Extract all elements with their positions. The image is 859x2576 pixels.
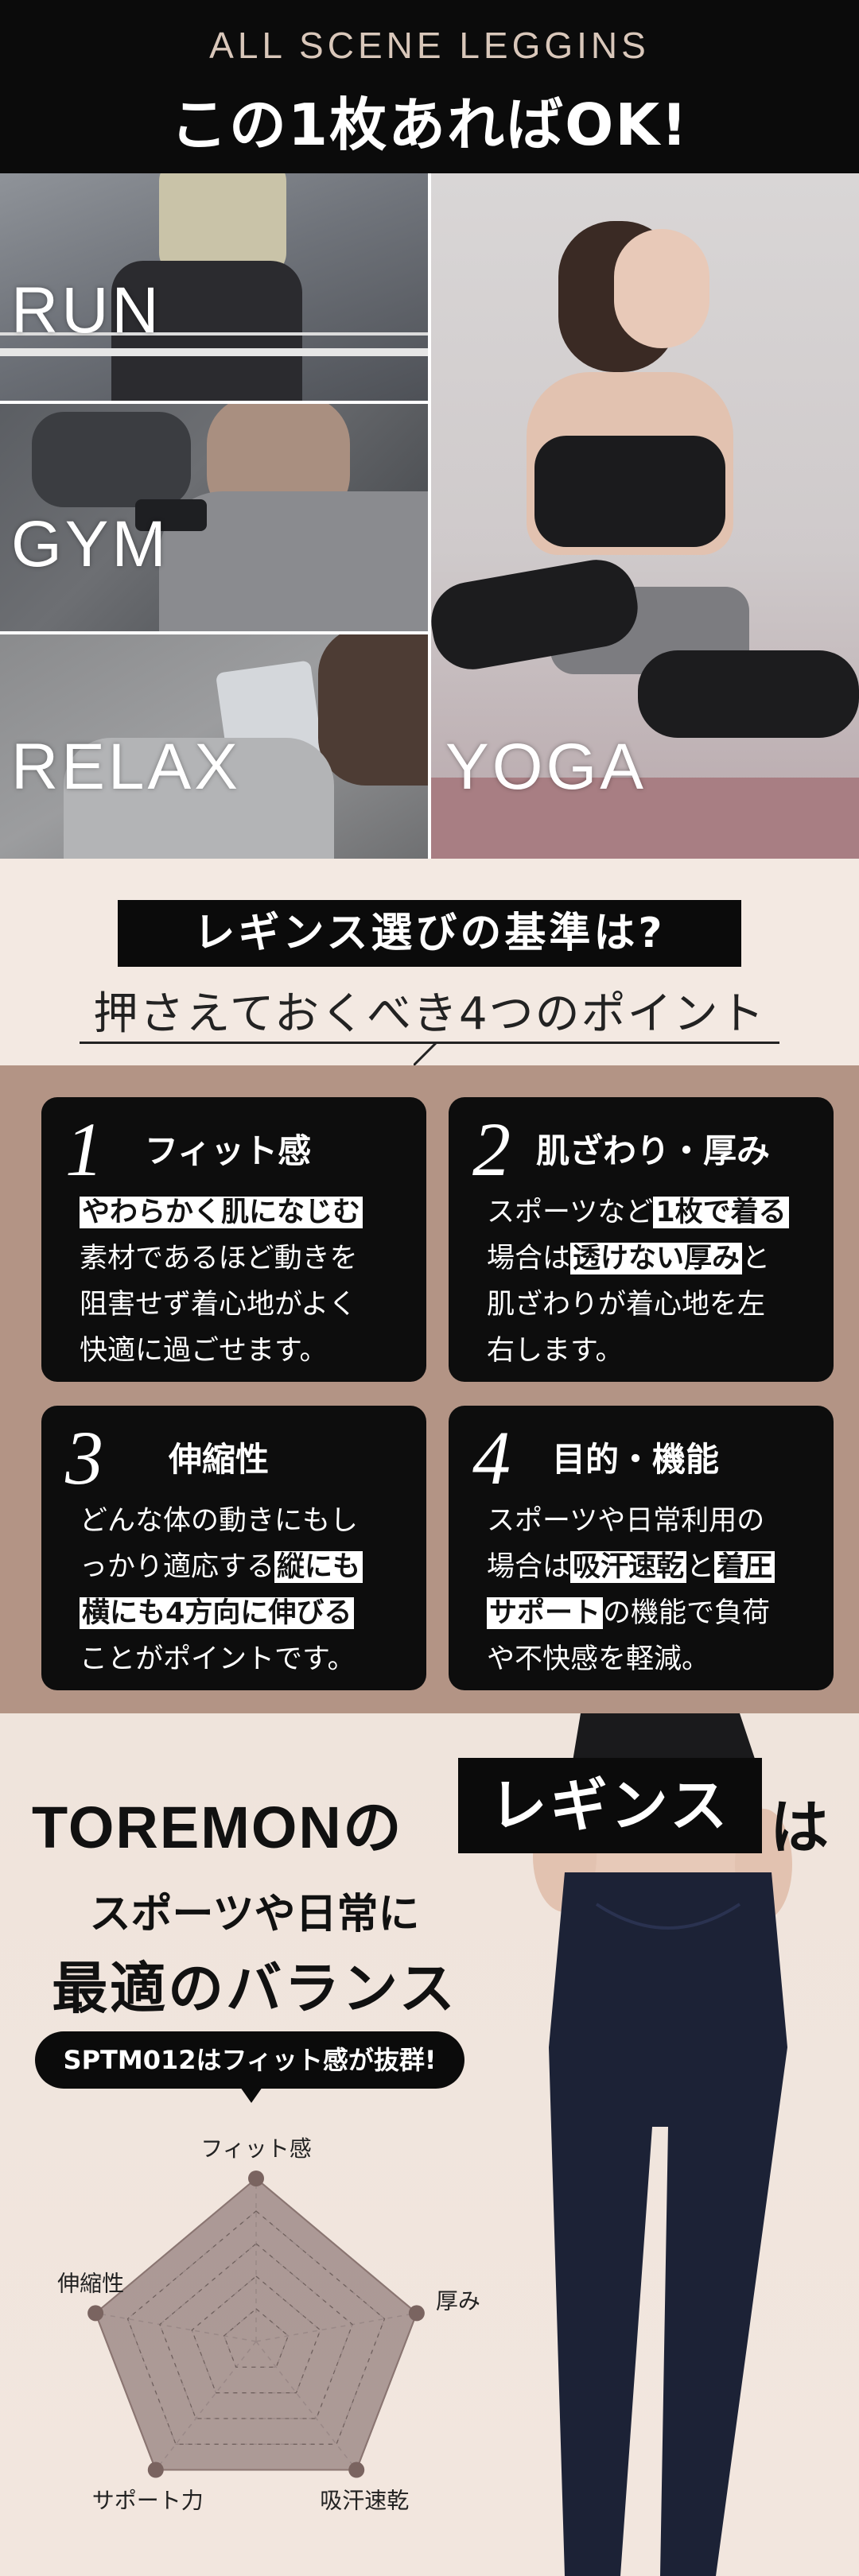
point-text: ことがポイントです。 [80, 1643, 356, 1675]
point-body-line: 場合は透けない厚みと [487, 1236, 813, 1282]
point-title: フィット感 [145, 1131, 312, 1170]
point-highlight: 吸汗速乾 [570, 1551, 687, 1583]
point-body-line: サポートの機能で負荷 [487, 1590, 813, 1636]
point-body-line: 素材であるほど動きを [80, 1236, 406, 1282]
scene-run-photo: RUN [0, 173, 428, 401]
radar-axis-label: サポート力 [92, 2488, 204, 2514]
radar-point [348, 2462, 365, 2478]
point-body: やわらかく肌になじむ素材であるほど動きを阻害せず着心地がよく快適に過ごせます。 [80, 1189, 406, 1374]
point-highlight: 着圧 [714, 1551, 775, 1583]
point-body-line: スポーツなど1枚で着る [487, 1189, 813, 1236]
radar-point [147, 2462, 164, 2478]
point-body-line: ことがポイントです。 [80, 1636, 406, 1682]
point-card-1: 1 フィット感 やわらかく肌になじむ素材であるほど動きを阻害せず着心地がよく快適… [41, 1097, 426, 1382]
point-body-line: 快適に過ごせます。 [80, 1328, 406, 1374]
point-text: スポーツなど [487, 1197, 654, 1228]
product-brand: TOREMONの [32, 1794, 403, 1860]
radar-value-area [94, 2177, 418, 2471]
scene-yoga-photo: YOGA [431, 173, 859, 859]
point-text: 場合は [487, 1243, 571, 1274]
point-card-2: 2 肌ざわり・厚み スポーツなど1枚で着る場合は透けない厚みと肌ざわりが着心地を… [449, 1097, 834, 1382]
criteria-section: レギンス選びの基準は? 押さえておくべき4つのポイント [0, 859, 859, 1067]
point-body: スポーツなど1枚で着る場合は透けない厚みと肌ざわりが着心地を左右します。 [487, 1189, 813, 1374]
point-card-3: 3 伸縮性 どんな体の動きにもしっかり適応する縦にも横にも4方向に伸びることがポ… [41, 1406, 426, 1690]
criteria-underline [80, 1042, 779, 1044]
point-text: 素材であるほど動きを [80, 1243, 358, 1274]
point-body-line: やわらかく肌になじむ [80, 1189, 406, 1236]
scene-label-relax: RELAX [11, 731, 241, 803]
point-text: 場合は [487, 1551, 571, 1583]
point-text: 快適に過ごせます。 [80, 1335, 328, 1367]
radar-axis-label: 伸縮性 [57, 2270, 124, 2296]
point-body-line: や不快感を軽減。 [487, 1636, 813, 1682]
point-text: と [742, 1243, 771, 1274]
point-highlight: 縦にも [274, 1551, 363, 1583]
point-title: 肌ざわり・厚み [536, 1131, 771, 1170]
point-text: どんな体の動きにもし [80, 1505, 359, 1537]
scene-relax-photo: RELAX [0, 634, 428, 859]
point-body-line: っかり適応する縦にも [80, 1544, 406, 1590]
point-highlight: 横にも4方向に伸びる [80, 1597, 355, 1629]
point-highlight: 透けない厚み [570, 1243, 743, 1274]
scene-label-gym: GYM [11, 508, 169, 580]
header-title: この1枚あればOK! [170, 91, 689, 158]
radar-axis-label: 吸汗速乾 [320, 2488, 409, 2514]
product-tagline-2: 最適のバランス [52, 1956, 457, 2021]
radar-point [248, 2171, 264, 2186]
point-text: っかり適応する [80, 1551, 275, 1583]
point-body-line: スポーツや日常利用の [487, 1498, 813, 1544]
scene-gym-photo: GYM [0, 404, 428, 631]
points-section: 1 フィット感 やわらかく肌になじむ素材であるほど動きを阻害せず着心地がよく快適… [0, 1065, 859, 1713]
point-text: と [686, 1551, 715, 1583]
point-number: 4 [472, 1415, 511, 1500]
point-body-line: 場合は吸汗速乾と着圧 [487, 1544, 813, 1590]
point-number: 2 [472, 1107, 511, 1192]
point-body-line: 肌ざわりが着心地を左 [487, 1282, 813, 1328]
scene-label-run: RUN [11, 274, 162, 347]
point-body-line: 右します。 [487, 1328, 813, 1374]
point-body-line: 横にも4方向に伸びる [80, 1590, 406, 1636]
point-text: スポーツや日常利用の [487, 1505, 765, 1537]
header-subtitle: ALL SCENE LEGGINS [209, 25, 650, 66]
point-number: 1 [65, 1107, 103, 1192]
radar-point [408, 2305, 425, 2322]
point-title: 目的・機能 [552, 1440, 720, 1479]
scene-label-yoga: YOGA [445, 731, 647, 803]
product-tagline-1: スポーツや日常に [89, 1891, 420, 1938]
point-body-line: 阻害せず着心地がよく [80, 1282, 406, 1328]
point-highlight: 1枚で着る [653, 1197, 789, 1228]
point-text: 阻害せず着心地がよく [80, 1289, 357, 1321]
point-highlight: サポート [487, 1597, 604, 1629]
criteria-subtitle: 押さえておくべき4つのポイント [93, 988, 766, 1040]
radar-axis-label: フィット感 [200, 2136, 311, 2162]
point-body: どんな体の動きにもしっかり適応する縦にも横にも4方向に伸びることがポイントです。 [80, 1498, 406, 1682]
point-body-line: どんな体の動きにもし [80, 1498, 406, 1544]
point-title: 伸縮性 [169, 1440, 270, 1479]
point-highlight: やわらかく肌になじむ [80, 1197, 363, 1228]
point-body: スポーツや日常利用の場合は吸汗速乾と着圧サポートの機能で負荷や不快感を軽減。 [487, 1498, 813, 1682]
point-card-4: 4 目的・機能 スポーツや日常利用の場合は吸汗速乾と着圧サポートの機能で負荷や不… [449, 1406, 834, 1690]
criteria-banner: レギンス選びの基準は? [118, 900, 741, 967]
radar-grid-ring-overlay [126, 2210, 386, 2445]
product-particle: は [770, 1794, 829, 1862]
point-text: や不快感を軽減。 [487, 1643, 710, 1675]
header: ALL SCENE LEGGINS この1枚あればOK! [0, 0, 859, 173]
radar-axis-label: 厚み [436, 2287, 480, 2314]
product-section: TOREMONの レギンス は スポーツや日常に 最適のバランス SPTM012… [0, 1713, 859, 2576]
point-text: 右します。 [487, 1335, 624, 1367]
radar-point [87, 2305, 104, 2322]
criteria-underline-tick [414, 1043, 437, 1067]
scene-grid: RUN GYM RELAX YOGA [0, 173, 859, 859]
point-text: 肌ざわりが着心地を左 [487, 1289, 766, 1321]
product-callout-pill: SPTM012はフィット感が抜群! [35, 2031, 464, 2103]
point-number: 3 [65, 1415, 103, 1500]
product-keyword-box: レギンス [458, 1758, 762, 1853]
point-text: の機能で負荷 [603, 1597, 771, 1629]
